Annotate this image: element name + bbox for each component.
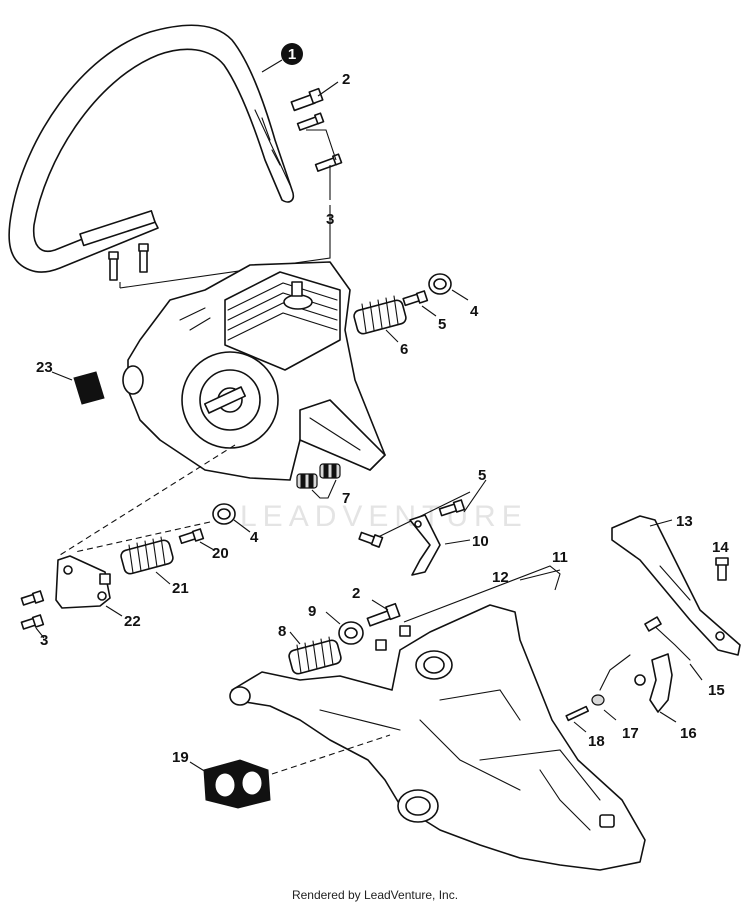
screw-20[interactable] <box>178 528 205 545</box>
rear-housing[interactable] <box>229 604 646 871</box>
handle-screw-3-lower-left[interactable] <box>108 251 119 281</box>
screw-5-upper[interactable] <box>402 290 429 307</box>
callout-14: 14 <box>712 539 729 556</box>
svg-text:1: 1 <box>288 46 296 63</box>
pin-18[interactable] <box>565 705 590 722</box>
callout-5-lower: 5 <box>478 467 486 484</box>
callout-1: 1 <box>281 43 303 65</box>
callout-12: 12 <box>492 569 509 586</box>
callout-11: 11 <box>552 549 568 566</box>
callout-7: 7 <box>342 490 350 507</box>
callout-18: 18 <box>588 733 605 750</box>
handle-screw-3-lower-right[interactable] <box>138 243 149 273</box>
callout-17: 17 <box>622 725 639 742</box>
screw-3-lower-b[interactable] <box>20 614 45 630</box>
callout-3-lower: 3 <box>40 632 48 649</box>
callout-6: 6 <box>400 341 408 358</box>
callout-16: 16 <box>680 725 697 742</box>
handle-screw-3-middle[interactable] <box>314 153 343 172</box>
handle-screw-3-upper[interactable] <box>296 112 325 131</box>
engine-assembly[interactable] <box>122 261 386 481</box>
screw-14[interactable] <box>715 557 729 581</box>
screw-12-b[interactable] <box>399 625 411 637</box>
label-plate-23[interactable] <box>73 371 105 405</box>
callout-20: 20 <box>212 545 229 562</box>
spring-8[interactable] <box>288 636 343 675</box>
callout-10: 10 <box>472 533 489 550</box>
buffer-9[interactable] <box>338 621 364 645</box>
screw-5-lower[interactable] <box>438 499 466 517</box>
buffer-7-left[interactable] <box>296 473 318 489</box>
callout-13: 13 <box>676 513 693 530</box>
trigger-16[interactable] <box>634 653 673 713</box>
callout-22: 22 <box>124 613 141 630</box>
callout-19: 19 <box>172 749 189 766</box>
screw-2-center[interactable] <box>366 602 401 627</box>
callout-23: 23 <box>36 359 53 376</box>
screw-12-a[interactable] <box>375 639 387 651</box>
callout-9: 9 <box>308 603 316 620</box>
callout-5-upper: 5 <box>438 316 446 333</box>
callout-21: 21 <box>172 580 189 597</box>
bracket-10[interactable] <box>409 514 441 576</box>
intake-boot-19[interactable] <box>203 759 271 809</box>
rod-15[interactable] <box>644 616 691 661</box>
callout-4-lower: 4 <box>250 529 259 546</box>
cover-13[interactable] <box>611 515 741 656</box>
buffer-4-lower[interactable] <box>212 503 236 525</box>
spring-6-upper[interactable] <box>353 295 408 335</box>
screw-3-lower-a[interactable] <box>20 590 45 606</box>
buffer-4-upper[interactable] <box>428 273 452 295</box>
watermark-text: LEADVENTURE <box>240 500 528 533</box>
plate-22[interactable] <box>55 555 111 609</box>
footer-credit: Rendered by LeadVenture, Inc. <box>291 888 459 902</box>
callout-4-upper: 4 <box>470 303 479 320</box>
callout-2-upper: 2 <box>342 71 350 88</box>
spring-17[interactable] <box>591 654 631 706</box>
handle-screw-2[interactable] <box>290 87 324 112</box>
callout-8: 8 <box>278 623 286 640</box>
buffer-7-right[interactable] <box>319 463 341 479</box>
callout-15: 15 <box>708 682 725 699</box>
screw-lower-left-10[interactable] <box>358 531 384 548</box>
front-handle[interactable] <box>8 24 295 273</box>
callout-3-upper: 3 <box>326 211 334 228</box>
spring-21[interactable] <box>120 536 175 575</box>
callout-2-center: 2 <box>352 585 360 602</box>
